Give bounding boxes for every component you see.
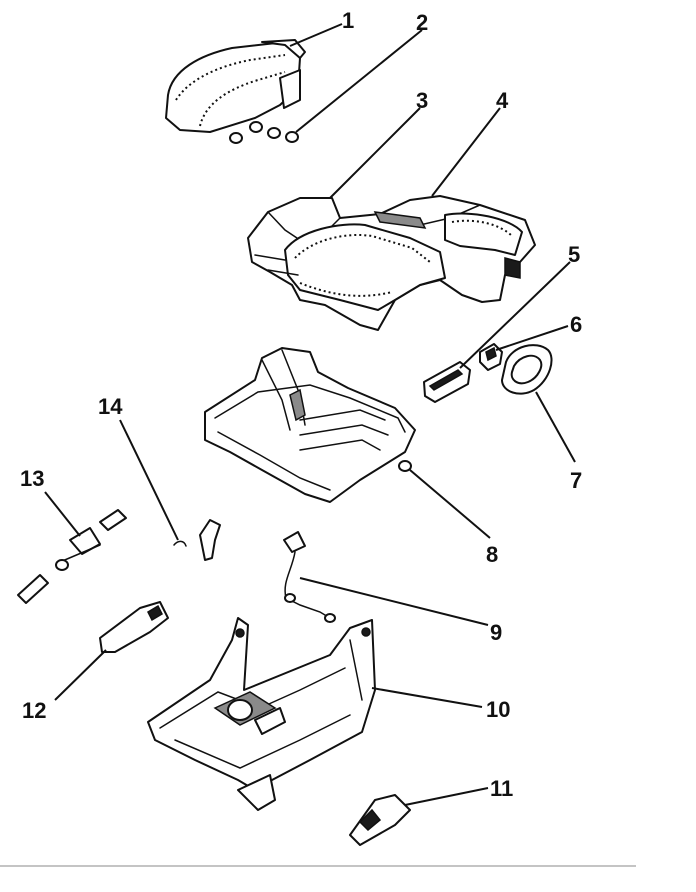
part-1-armrest [165,39,306,133]
part-2-fasteners [229,121,299,144]
leader-12 [54,649,107,701]
leader-1 [289,23,343,47]
part-6-clip [479,343,503,371]
callout-9: 9 [490,620,502,645]
leader-lines [44,23,576,806]
callout-14: 14 [98,394,123,419]
part-7-handle-bezel [501,344,553,395]
callout-6: 6 [570,312,582,337]
callout-1: 1 [342,8,354,33]
callout-8: 8 [486,542,498,567]
leader-4 [431,107,501,197]
callout-3: 3 [416,88,428,113]
part-9-wire-harness [283,531,336,623]
callout-12: 12 [22,698,46,723]
leader-2 [295,29,423,133]
part-10-seat-adjuster [147,617,376,811]
leader-5 [459,261,571,369]
callout-4: 4 [496,88,509,113]
callout-13: 13 [20,466,44,491]
seat-pan-frame [204,347,416,503]
part-11-cover [349,794,411,846]
part-13-bolt-assembly [17,509,127,604]
leader-10 [371,687,483,708]
part-12-bracket [99,601,169,653]
leader-6 [495,325,569,351]
leader-3 [329,107,421,199]
part-3-4-seat-cushion [247,195,536,331]
part-5-trim-bezel [423,361,471,403]
leader-8 [409,469,491,539]
leader-13 [44,491,81,537]
leader-9 [299,577,489,626]
callout-11: 11 [490,776,513,801]
part-14-lever [173,519,221,561]
callout-labels: 1 2 3 4 5 6 7 8 9 10 11 12 13 14 [20,8,582,801]
leader-7 [535,391,576,463]
leader-11 [404,787,489,806]
callout-5: 5 [568,242,580,267]
callout-2: 2 [416,10,428,35]
callout-7: 7 [570,468,582,493]
leader-14 [119,419,179,541]
callout-10: 10 [486,697,510,722]
